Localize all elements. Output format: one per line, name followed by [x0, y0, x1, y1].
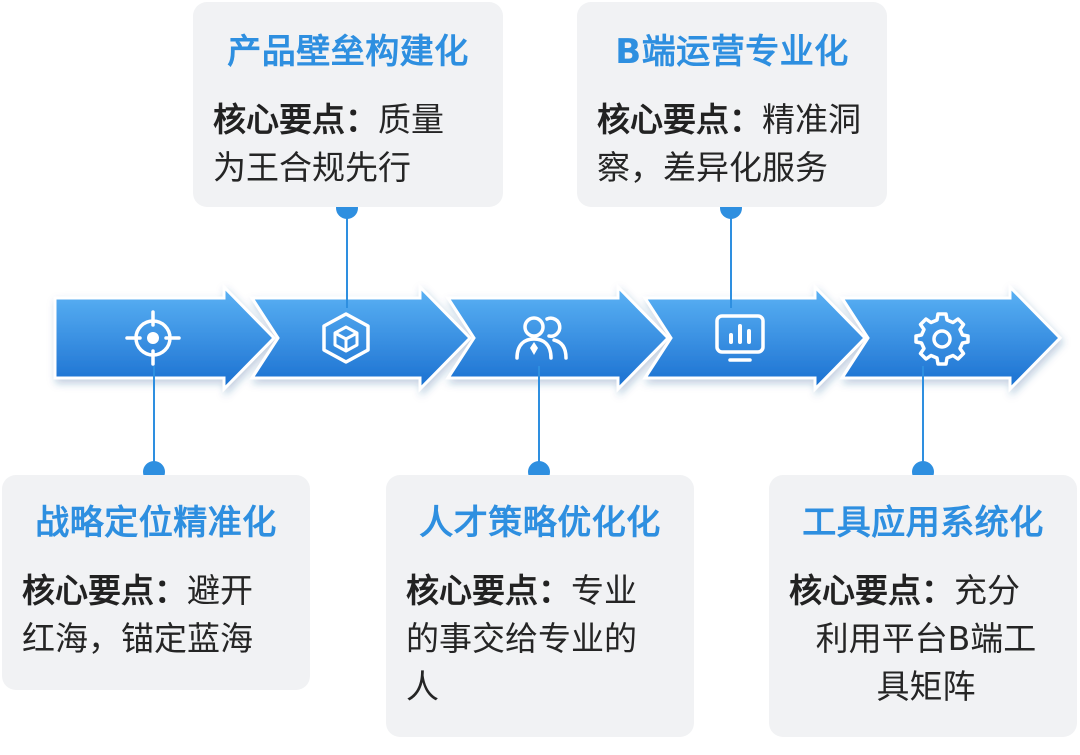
desc-line: 的事交给专业的 — [406, 619, 637, 658]
arrow-segment-2 — [249, 283, 473, 393]
desc-line: 红海，锚定蓝海 — [22, 619, 253, 658]
desc-line: 为王合规先行 — [213, 148, 411, 187]
desc-line: 具矩阵 — [876, 667, 976, 706]
desc-line: 充分 — [954, 571, 1020, 610]
stage-card-1: 战略定位精准化 核心要点：避开 红海，锚定蓝海 — [2, 475, 310, 690]
desc-line: 精准洞 — [762, 100, 861, 139]
desc-line: 利用平台B端工 — [815, 619, 1037, 658]
connector-line-5 — [922, 366, 924, 472]
stage-description: 核心要点：充分 利用平台B端工 具矩阵 — [789, 567, 1063, 711]
desc-line: 察，差异化服务 — [597, 148, 828, 187]
stage-card-4: B端运营专业化 核心要点：精准洞 察，差异化服务 — [577, 2, 887, 207]
desc-line: 专业 — [571, 571, 637, 610]
stage-description: 核心要点：避开 红海，锚定蓝海 — [22, 567, 296, 663]
connector-line-1 — [153, 366, 155, 472]
stage-title: 人才策略优化化 — [419, 503, 661, 543]
desc-line: 质量 — [378, 100, 444, 139]
stage-title: B端运营专业化 — [615, 32, 849, 72]
connector-line-4 — [730, 208, 732, 308]
gear-icon — [914, 312, 970, 366]
arrow-segment-3 — [445, 283, 671, 393]
chart-monitor-icon — [715, 314, 765, 362]
stage-title: 产品壁垒构建化 — [227, 32, 469, 72]
stage-description: 核心要点：质量 为王合规先行 — [213, 96, 489, 192]
stage-card-2: 产品壁垒构建化 核心要点：质量 为王合规先行 — [193, 2, 503, 207]
stage-title: 工具应用系统化 — [802, 503, 1044, 543]
stage-description: 核心要点：精准洞 察，差异化服务 — [597, 96, 873, 192]
stage-card-3: 人才策略优化化 核心要点：专业 的事交给专业的 人 — [386, 475, 694, 737]
stage-card-5: 工具应用系统化 核心要点：充分 利用平台B端工 具矩阵 — [769, 475, 1077, 737]
stage-title: 战略定位精准化 — [35, 503, 277, 543]
key-point-label: 核心要点： — [22, 571, 187, 610]
desc-line: 避开 — [187, 571, 253, 610]
users-icon — [515, 316, 568, 360]
cube-icon — [322, 312, 370, 364]
key-point-label: 核心要点： — [789, 571, 954, 610]
target-icon — [125, 310, 181, 366]
desc-line: 人 — [406, 667, 439, 706]
connector-line-2 — [346, 208, 348, 308]
key-point-label: 核心要点： — [213, 100, 378, 139]
key-point-label: 核心要点： — [597, 100, 762, 139]
stage-description: 核心要点：专业 的事交给专业的 人 — [406, 567, 680, 711]
connector-line-3 — [538, 366, 540, 472]
arrow-segment-4 — [642, 283, 868, 393]
key-point-label: 核心要点： — [406, 571, 571, 610]
